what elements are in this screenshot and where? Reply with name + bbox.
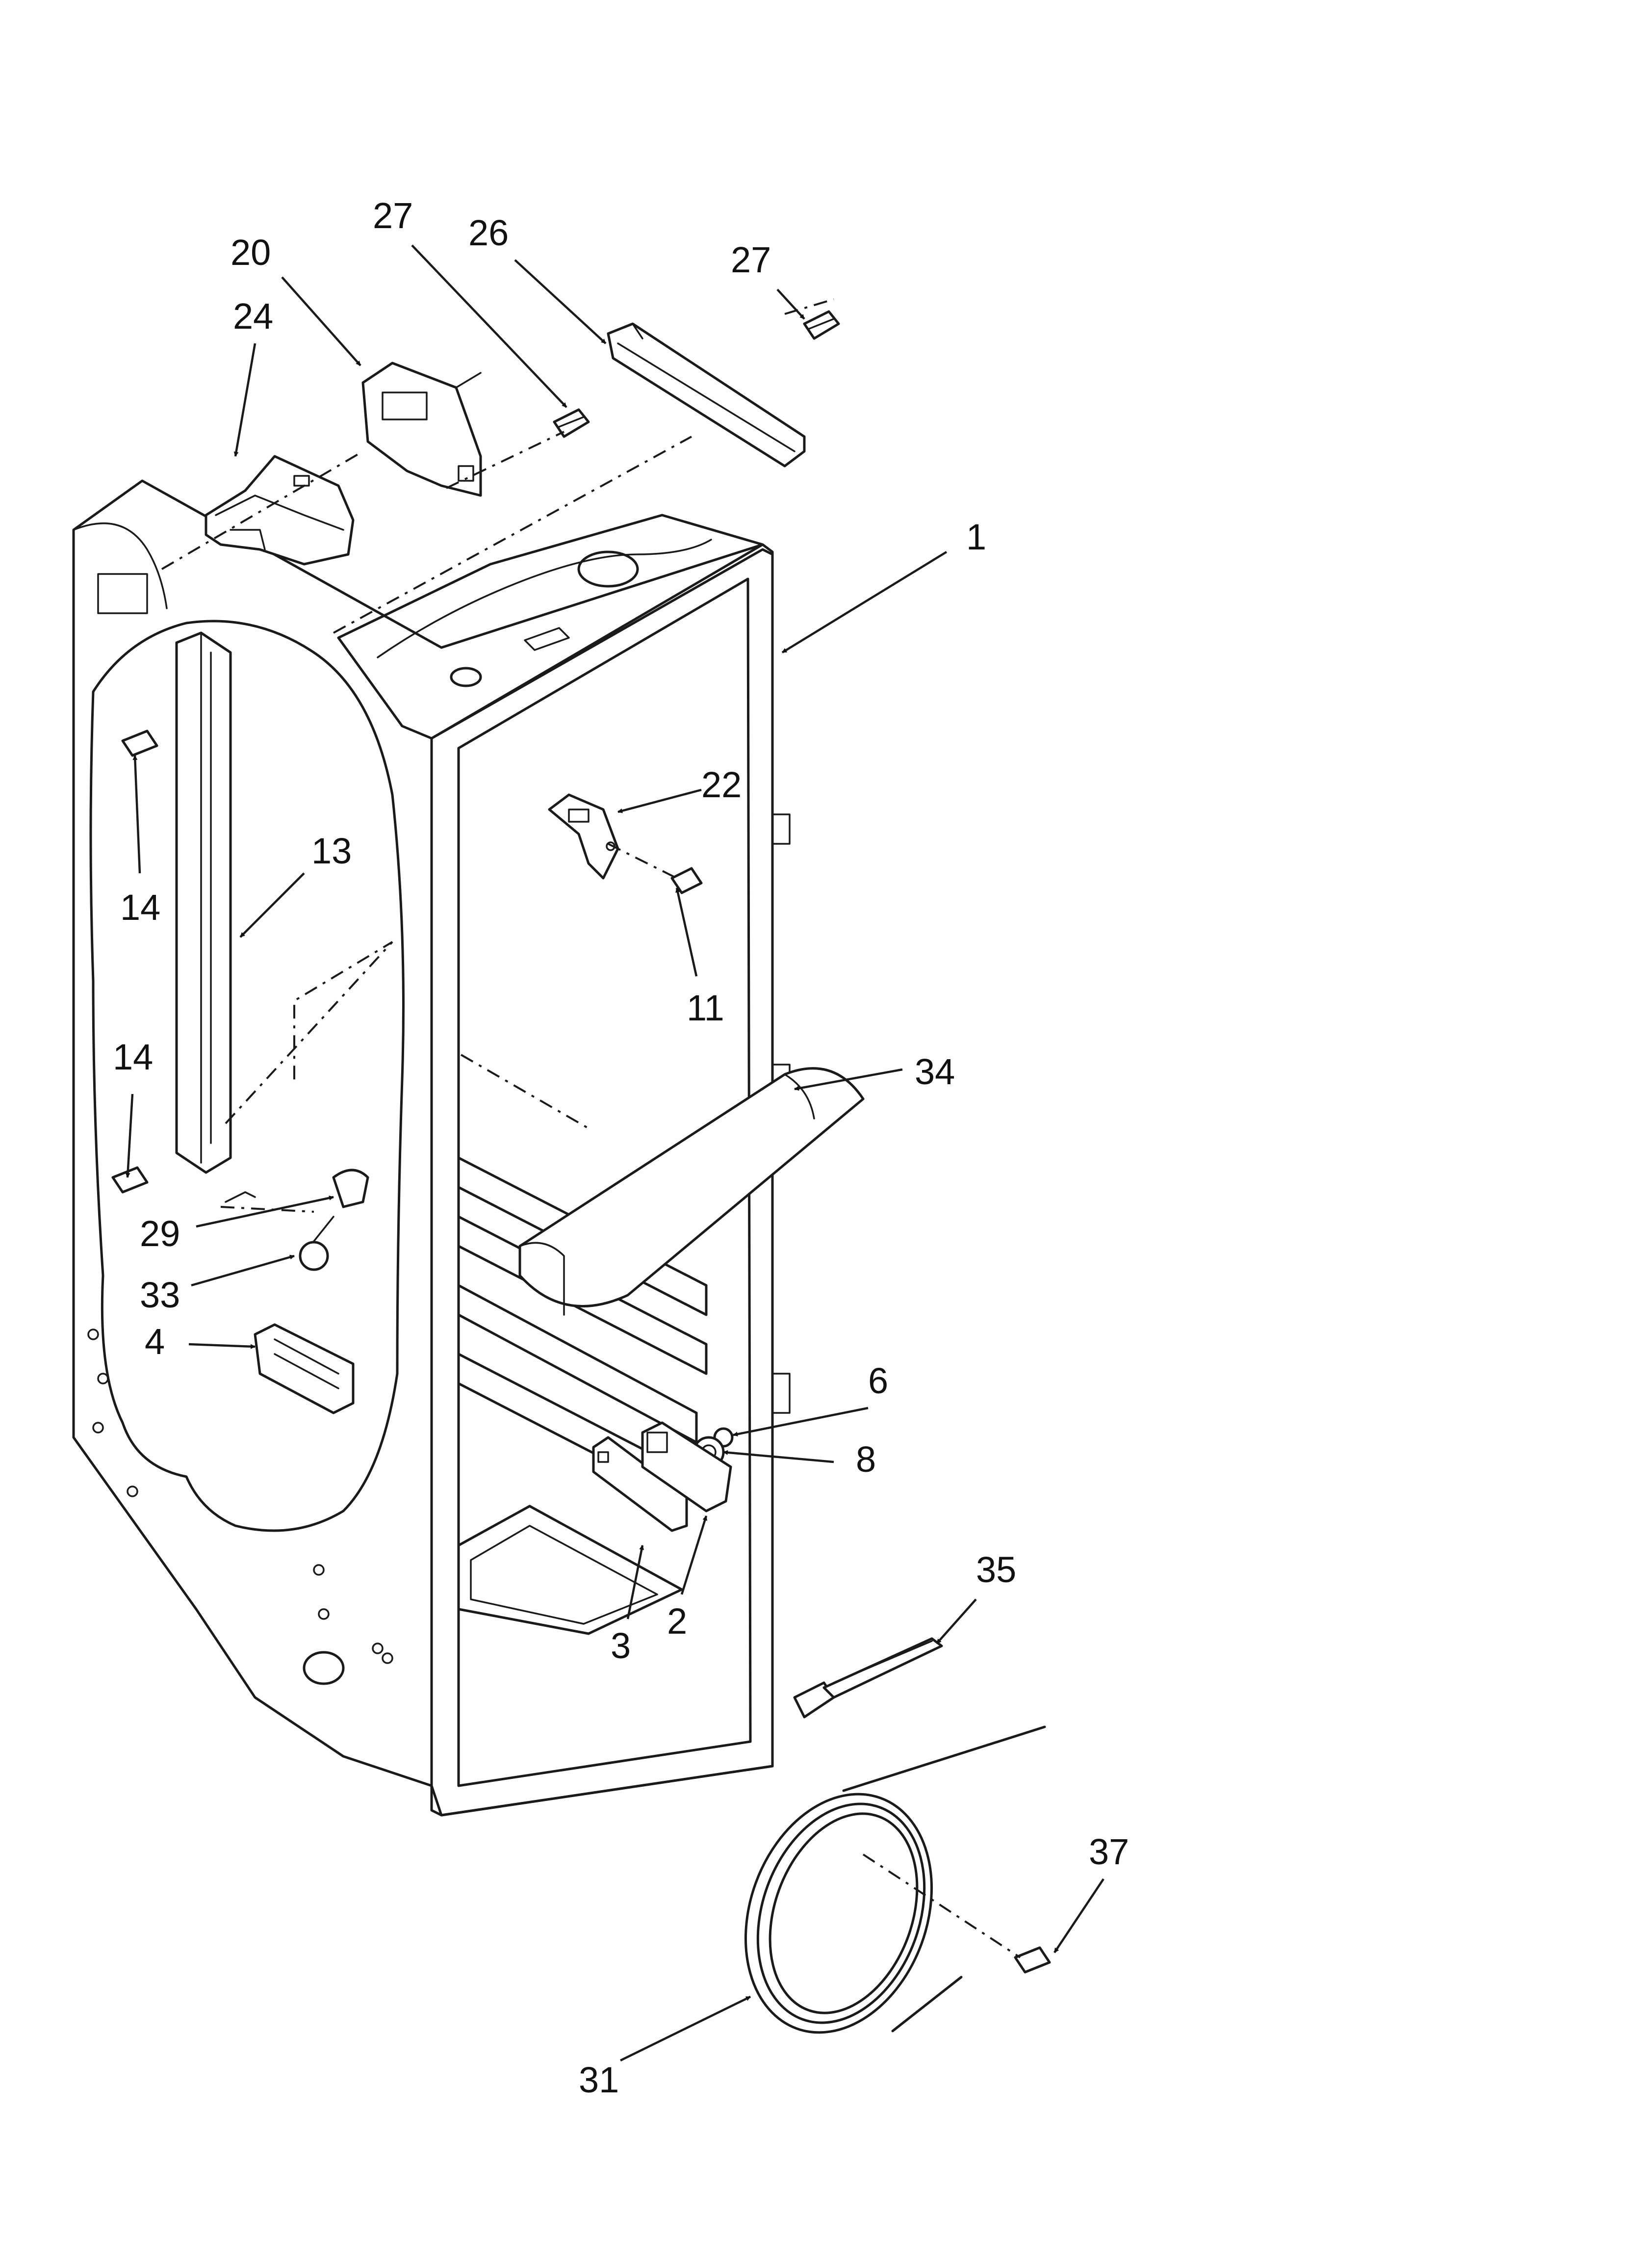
callout-26: 26	[468, 212, 509, 253]
callout-31: 31	[579, 2059, 619, 2100]
callout-13: 13	[311, 831, 352, 871]
part-31-tubing-coil	[744, 1725, 1046, 2034]
part-27-screw-a	[553, 408, 590, 438]
part-4-grille	[254, 1323, 355, 1414]
part-26-strip	[607, 322, 806, 468]
part-37-screw	[1014, 1946, 1051, 1974]
callout-37: 37	[1089, 1831, 1129, 1872]
callout-1: 1	[966, 517, 986, 557]
callout-3: 3	[611, 1625, 631, 1666]
callout-24: 24	[233, 296, 273, 337]
callout-2: 2	[667, 1601, 687, 1642]
guide-lines	[161, 298, 1021, 1958]
part-34-cover	[518, 1067, 865, 1316]
part-3-bracket	[592, 1436, 688, 1532]
callout-14-upper: 14	[120, 887, 160, 928]
callout-8: 8	[856, 1439, 876, 1480]
callout-33: 33	[140, 1275, 180, 1315]
callout-34: 34	[915, 1051, 955, 1092]
callout-11: 11	[687, 988, 724, 1028]
callout-29: 29	[140, 1213, 180, 1254]
part-35-cable-tie	[793, 1637, 943, 1719]
part-27-screw-b	[803, 310, 840, 340]
callout-labels: 1 2 3 4 6 8 11 13 14 14 20 22 24 26 27 2…	[113, 195, 1129, 2100]
part-22-bracket	[548, 793, 619, 880]
part-29-socket	[225, 1169, 369, 1208]
callout-14-lower: 14	[113, 1037, 153, 1077]
part-14-screw-b	[111, 1166, 149, 1194]
part-13-rail	[175, 631, 232, 1174]
part-24-housing	[205, 455, 355, 566]
part-2-bracket	[641, 1421, 732, 1512]
part-33-bulb	[299, 1216, 334, 1271]
callout-22: 22	[701, 764, 742, 805]
cabinet-liner	[72, 479, 791, 1817]
part-14-screw-a	[121, 730, 158, 757]
callout-20: 20	[231, 232, 271, 273]
callout-35: 35	[976, 1549, 1016, 1590]
callout-27-left: 27	[373, 195, 413, 236]
callout-27-right: 27	[731, 239, 771, 280]
leader-arrows	[125, 244, 1104, 2062]
callout-4: 4	[145, 1321, 165, 1362]
part-20-bracket	[361, 362, 482, 497]
callout-6: 6	[868, 1360, 888, 1401]
